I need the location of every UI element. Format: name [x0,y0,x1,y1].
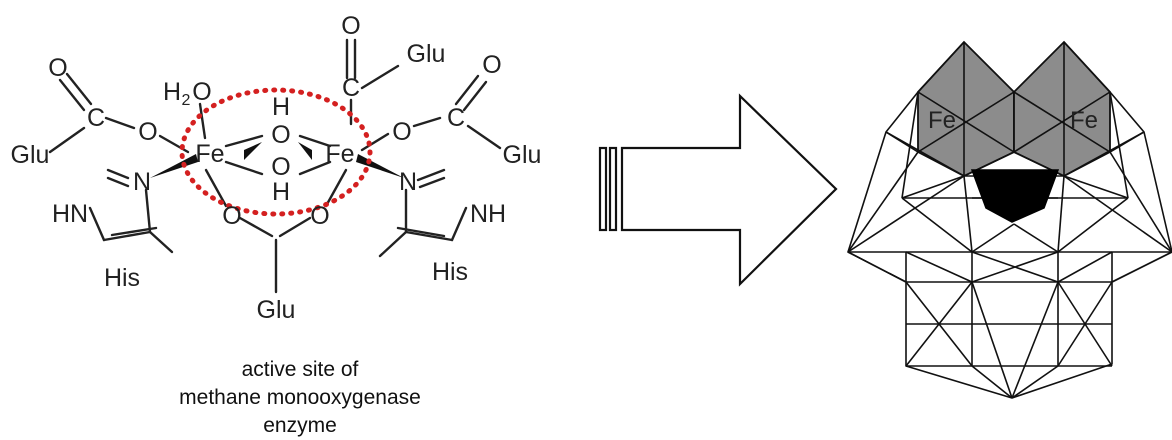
glu-left-o-label: O [138,118,157,146]
transform-arrow [598,93,838,287]
caption-line-2: methane monooxygenase enzyme [179,386,421,437]
model-fe-right-label: Fe [1070,107,1098,134]
his-right-nh-label: NH [470,200,506,228]
glu-right-o-label: O [392,118,411,146]
core-tetrahedron [970,169,1060,223]
his-left-label: His [104,264,140,292]
bridge-o-bottom: O [271,153,290,181]
glu-top-c-label: C [342,74,360,102]
bridge-h-top: H [272,93,290,121]
bridge-o-top: O [271,121,290,149]
glu-left-label: Glu [11,141,50,169]
his-right-n-label: N [399,168,417,196]
model-fe-left-label: Fe [928,107,956,134]
active-site-structure [48,38,502,294]
glu-left-o-double: O [48,54,67,82]
fe-left-label: Fe [195,140,224,168]
glu-right-o-double: O [482,51,501,79]
glu-top-label: Glu [407,40,446,68]
fe-right-label: Fe [325,140,354,168]
glu-right-label: Glu [503,141,542,169]
his-right-label: His [432,258,468,286]
his-left-n-label: N [133,168,151,196]
glu-bottom-o-right: O [310,202,329,230]
his-left-hn-label: HN [52,200,88,228]
glu-bottom-o-left: O [222,202,241,230]
glu-left-c-label: C [87,104,105,132]
mmo-diagram: Fe Fe O O H H H 2 O O C Glu O C Glu O O … [11,12,1172,399]
water-h-label: H [163,78,181,106]
glu-top-o-label: O [341,12,360,40]
atom-labels: Fe Fe O O H H H 2 O O C Glu O C Glu O O … [11,12,542,324]
glu-bottom-label: Glu [257,296,296,324]
polyhedral-model: Fe Fe [847,40,1172,399]
bridge-h-bottom: H [272,178,290,206]
diiron-core-highlight [179,87,373,217]
water-subscript: 2 [182,92,191,109]
caption-line-1: active site of [241,358,359,381]
water-o-label: O [192,78,211,106]
glu-right-c-label: C [447,104,465,132]
structure-caption: active site of methane monooxygenase enz… [150,356,450,440]
